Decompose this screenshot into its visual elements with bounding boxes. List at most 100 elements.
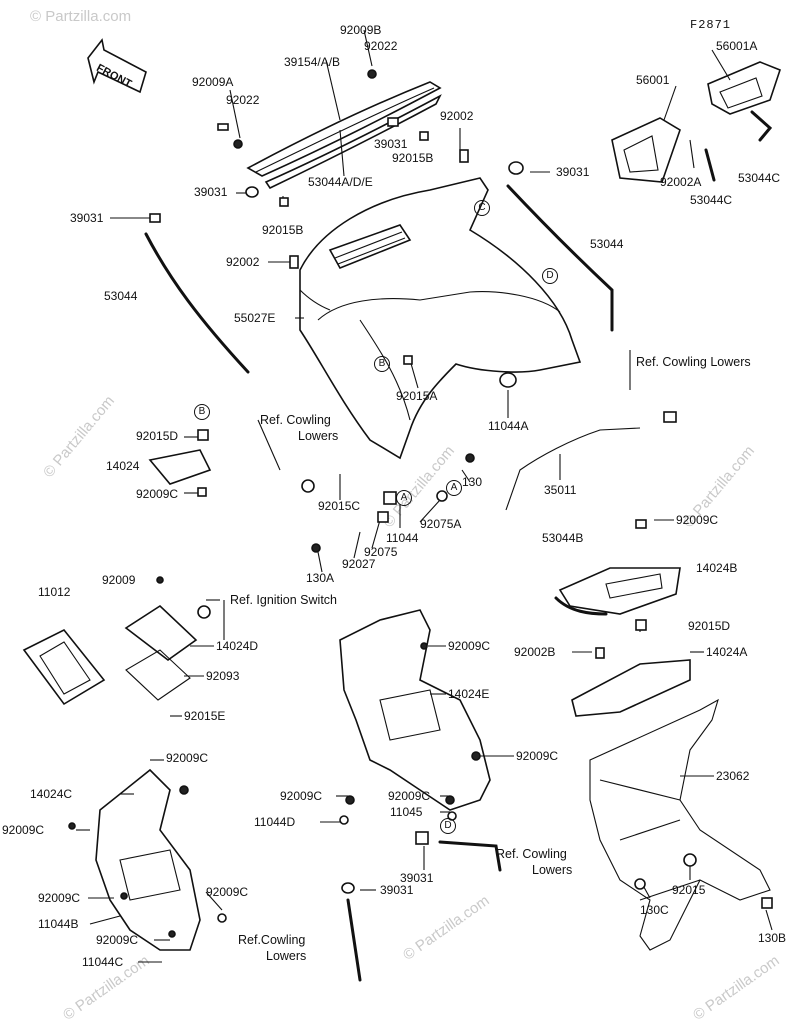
part-label: 53044 (590, 237, 624, 251)
part-label: 92015D (688, 619, 731, 633)
part-label: 11044A (488, 419, 529, 433)
mirror-left (611, 117, 681, 183)
small-hardware (68, 69, 773, 938)
part-label: 92022 (226, 93, 260, 107)
part-label: 92015B (262, 223, 304, 237)
part-label: 92009 (102, 573, 136, 587)
ref-label: Ref. Cowling Lowers (636, 355, 751, 369)
part-label: 11045 (390, 805, 423, 819)
pocket-lid (22, 628, 106, 706)
upper-cowling (299, 177, 582, 460)
part-label: 92009C (388, 789, 431, 803)
part-label: 92002A (660, 175, 702, 189)
part-label: 11044C (82, 955, 124, 969)
part-label: 92015E (184, 709, 226, 723)
part-label: 39031 (400, 871, 434, 885)
ref-label: Lowers (532, 863, 573, 877)
part-label: 92027 (342, 557, 376, 571)
part-label: 39031 (556, 165, 590, 179)
part-label: 14024E (448, 687, 490, 701)
part-label: 130 (462, 475, 483, 489)
part-label: 92015C (318, 499, 361, 513)
mirror-right (704, 61, 781, 182)
ref-label: Ref. Ignition Switch (230, 593, 337, 607)
ref-label: Lowers (298, 429, 339, 443)
part-label: 14024 (106, 459, 140, 473)
part-label: 53044 (104, 289, 138, 303)
part-label: 55027E (234, 311, 276, 325)
meter-cover (554, 567, 681, 616)
part-label: 14024B (696, 561, 738, 575)
part-label: 92093 (206, 669, 240, 683)
inner-panel-14024E (339, 609, 491, 811)
bracket-14024A (571, 659, 691, 717)
callout-D: D (542, 268, 558, 284)
part-label: 92015B (392, 151, 434, 165)
part-label: 53044C (690, 193, 733, 207)
part-label: 92075 (364, 545, 398, 559)
callout-A: A (396, 490, 412, 506)
part-label: 39154/A/B (284, 55, 341, 69)
bracket-14024 (148, 449, 212, 485)
seal-92093 (125, 649, 191, 701)
part-label: 92009C (206, 885, 249, 899)
part-label: 23062 (716, 769, 750, 783)
inner-panel-14024C (95, 768, 201, 951)
part-label: 35011 (544, 483, 577, 497)
part-label: 92009C (448, 639, 491, 653)
trim-strip-right (506, 184, 614, 332)
part-label: 130A (306, 571, 335, 585)
ref-label: Lowers (266, 949, 307, 963)
part-label: 92009A (192, 75, 234, 89)
hose (505, 427, 641, 511)
part-label: 14024A (706, 645, 748, 659)
part-label: 92015D (136, 429, 179, 443)
leader-lines (76, 29, 773, 963)
part-label: 53044A/D/E (308, 175, 373, 189)
part-label: 92002 (226, 255, 260, 269)
callout-A: A (446, 480, 462, 496)
part-label: 92009C (280, 789, 323, 803)
gasket-14024D (124, 604, 198, 661)
part-label: 53044B (542, 531, 584, 545)
trim-strip-left (144, 232, 250, 374)
tube-lower-left (346, 898, 362, 982)
part-label: 92002B (514, 645, 556, 659)
part-label: 39031 (194, 185, 228, 199)
part-label: 92009C (96, 933, 139, 947)
part-label: 11012 (38, 585, 71, 599)
ref-label: Ref.Cowling (238, 933, 306, 947)
part-label: 14024C (30, 787, 73, 801)
part-label: 39031 (70, 211, 104, 225)
part-label: 92002 (440, 109, 474, 123)
part-label: 92009C (2, 823, 45, 837)
part-label: 56001 (636, 73, 670, 87)
part-label: 92075A (420, 517, 462, 531)
part-label: 92009B (340, 23, 382, 37)
part-label: 56001A (716, 39, 758, 53)
part-label: 11044 (386, 531, 419, 545)
diagram-code: F2871 (690, 18, 732, 32)
watermark: © Partzilla.com (30, 8, 132, 25)
part-label: 92009C (136, 487, 179, 501)
part-label: 14024D (216, 639, 259, 653)
part-label: 92009C (166, 751, 209, 765)
part-label: 39031 (374, 137, 408, 151)
callout-C: C (474, 200, 490, 216)
part-label: 39031 (380, 883, 414, 897)
part-label: 11044D (254, 815, 296, 829)
tube-lower-right (438, 840, 502, 872)
part-label: 130C (640, 903, 669, 917)
ref-label: Ref. Cowling (496, 847, 567, 861)
front-arrow-icon (87, 38, 147, 94)
part-label: 130B (758, 931, 787, 945)
part-label: 92009C (676, 513, 719, 527)
cowling-frame (589, 698, 771, 951)
callout-B: B (374, 356, 390, 372)
part-label: 92009C (38, 891, 81, 905)
part-label: 92015 (672, 883, 706, 897)
ref-label: Ref. Cowling (260, 413, 331, 427)
callout-D: D (440, 818, 456, 834)
part-label: 92009C (516, 749, 559, 763)
